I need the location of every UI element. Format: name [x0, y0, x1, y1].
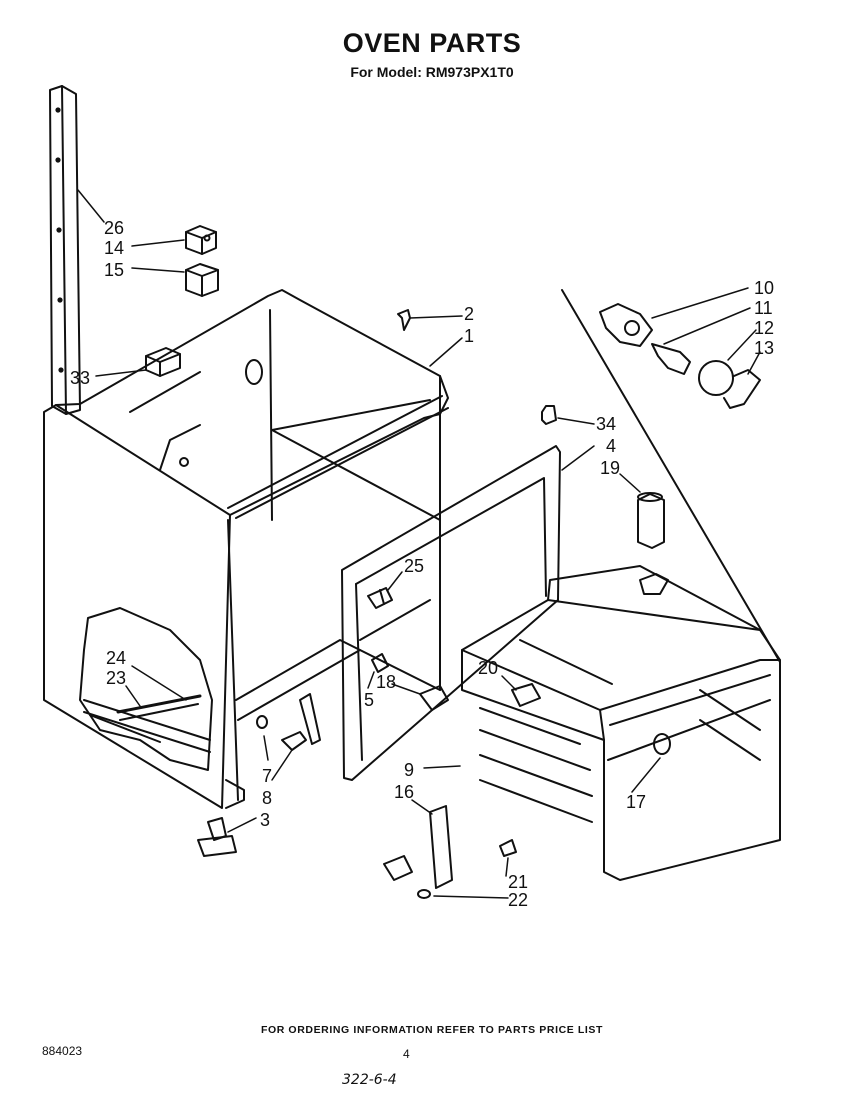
side-trim-strip: [49, 85, 81, 415]
part-14-block: [185, 225, 217, 255]
callout-10: 10: [754, 278, 774, 298]
part-2-screw: [397, 309, 411, 331]
leader-lines: [77, 189, 761, 899]
model-subtitle: For Model: RM973PX1T0: [350, 64, 514, 80]
handwritten-note: 322-6-4: [342, 1072, 397, 1088]
callout-25: 25: [404, 556, 424, 576]
callout-20: 20: [478, 658, 498, 678]
callout-26: 26: [104, 218, 124, 238]
part-21-22-fasteners: [417, 839, 517, 899]
callout-14: 14: [104, 238, 124, 258]
callout-18: 18: [376, 672, 396, 692]
callout-23: 23: [106, 668, 126, 688]
ordering-note: FOR ORDERING INFORMATION REFER TO PARTS …: [260, 1024, 604, 1036]
callout-17: 17: [626, 792, 646, 812]
page-title: OVEN PARTS: [342, 28, 522, 58]
callout-22: 22: [508, 890, 528, 910]
part-17-cap: [653, 733, 671, 755]
callout-19: 19: [600, 458, 620, 478]
oven-light-assembly: [561, 289, 781, 663]
document-code: 884023: [42, 1044, 83, 1058]
callout-16: 16: [394, 782, 414, 802]
callout-numbers: 26 14 15 33 2 1 10 11 12 13 34 4 19 25 2…: [70, 218, 774, 910]
callout-3: 3: [260, 810, 270, 830]
part-20-bracket: [511, 683, 541, 707]
callout-7: 7: [262, 766, 272, 786]
callout-33: 33: [70, 368, 90, 388]
part-34-cap: [541, 405, 557, 425]
leveling-leg-part-3: [197, 817, 237, 857]
callout-34: 34: [596, 414, 616, 434]
part-7-8-brackets: [256, 693, 321, 751]
part-18-bracket: [371, 653, 449, 711]
callout-4: 4: [606, 436, 616, 456]
callout-21: 21: [508, 872, 528, 892]
page-number: 4: [403, 1047, 410, 1061]
callout-9: 9: [404, 760, 414, 780]
callout-2: 2: [464, 304, 474, 324]
callout-13: 13: [754, 338, 774, 358]
callout-8: 8: [262, 788, 272, 808]
callout-11: 11: [754, 298, 773, 318]
spark-igniter-part-25: [367, 587, 393, 609]
part-33-bracket: [145, 347, 181, 377]
oven-cabinet-body: [43, 289, 449, 809]
callout-15: 15: [104, 260, 124, 280]
part-15-block: [185, 263, 219, 297]
oven-front-frame: [341, 445, 561, 781]
callout-12: 12: [754, 318, 774, 338]
callout-5: 5: [364, 690, 374, 710]
oven-burner-23-24: [89, 694, 202, 743]
part-16-bracket: [383, 805, 453, 889]
oven-vent-tube-19: [637, 492, 669, 595]
callout-1: 1: [464, 326, 474, 346]
callout-24: 24: [106, 648, 126, 668]
oven-cavity-liner: [461, 565, 781, 881]
